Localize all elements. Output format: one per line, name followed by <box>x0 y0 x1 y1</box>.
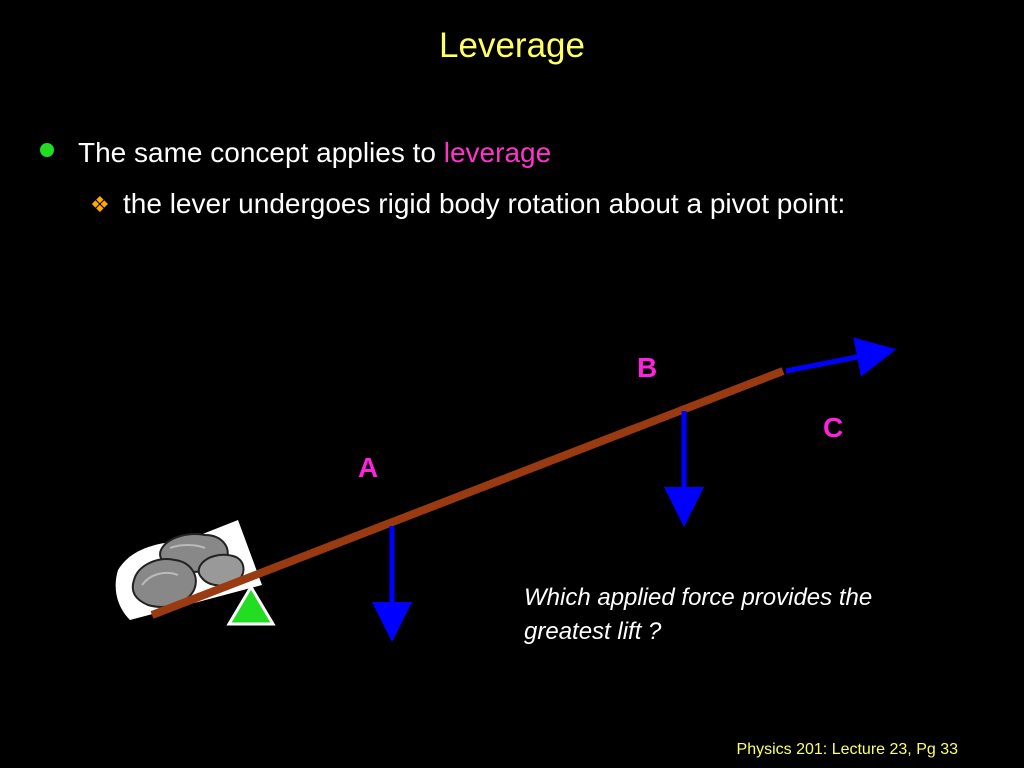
lever-bar <box>150 367 785 619</box>
label-a: A <box>358 452 379 483</box>
pivot-triangle-icon <box>226 584 276 626</box>
bullet-main: The same concept applies to leverage <box>40 137 551 169</box>
bullet-main-text: The same concept applies to <box>78 137 444 168</box>
question-text: Which applied force provides the greates… <box>524 584 873 645</box>
rocks-icon <box>115 520 262 620</box>
label-b: B <box>637 352 658 383</box>
bullet-sub-text: the lever undergoes rigid body rotation … <box>123 188 846 219</box>
diamond-bullet-icon: ❖ <box>90 193 110 218</box>
bullet-dot-icon <box>40 143 54 157</box>
slide-title: Leverage <box>439 26 585 65</box>
bullet-sub: ❖ the lever undergoes rigid body rotatio… <box>90 185 930 223</box>
label-c: C <box>823 412 844 443</box>
slide-footer: Physics 201: Lecture 23, Pg 33 <box>736 741 958 758</box>
bullet-main-highlight: leverage <box>443 137 552 168</box>
force-arrow-c <box>785 337 897 377</box>
